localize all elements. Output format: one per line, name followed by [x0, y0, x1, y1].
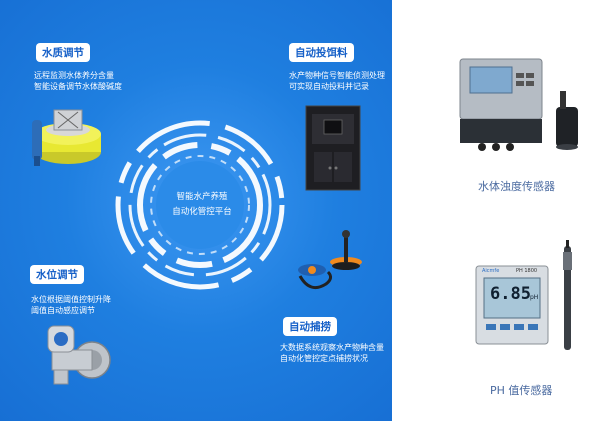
water-level-desc: 水位根据阈值控制升降 阈值自动感应调节	[31, 294, 111, 316]
auto-feeding-desc-2: 可实现自动投料并记录	[289, 82, 369, 91]
auto-fishing-desc: 大数据系统观察水产物种含量 自动化管控定点捕捞状况	[280, 342, 384, 364]
water-level-desc-1: 水位根据阈值控制升降	[31, 295, 111, 304]
ph-caption: PH 值传感器	[490, 384, 553, 397]
ph-model: PH 1800	[516, 268, 538, 274]
water-quality-buoy-image	[32, 109, 101, 166]
blue-info-panel: 智能水产养殖 自动化管控平台 水质调节 远程监测水体养分含量 智能设备调节水体酸…	[0, 0, 392, 421]
water-quality-desc-1: 远程监测水体养分含量	[34, 71, 114, 80]
fishing-device-image	[298, 230, 362, 290]
ph-display-value: 6.85	[490, 284, 531, 304]
ph-brand: Aicmfe	[482, 268, 500, 274]
hub-line-2: 自动化管控平台	[172, 207, 232, 217]
level-transmitter-image	[47, 325, 111, 385]
ph-meter-image: Aicmfe PH 1800 6.85 pH	[474, 238, 594, 358]
auto-fishing-desc-1: 大数据系统观察水产物种含量	[280, 343, 384, 352]
hub-ring-graphic	[115, 120, 285, 290]
hub-line-1: 智能水产养殖	[176, 192, 228, 202]
feeder-cabinet-image	[305, 105, 361, 191]
hub-label: 智能水产养殖 自动化管控平台	[158, 190, 246, 220]
water-level-tag: 水位调节	[30, 265, 84, 284]
water-level-desc-2: 阈值自动感应调节	[31, 306, 95, 315]
auto-fishing-tag: 自动捕捞	[283, 317, 337, 336]
auto-feeding-desc: 水产物种信号智能侦测处理 可实现自动投料并记录	[289, 70, 385, 92]
ph-meter-body	[475, 240, 572, 350]
auto-feeding-tag: 自动投饵料	[289, 43, 354, 62]
turbidity-caption: 水体浊度传感器	[478, 180, 555, 193]
ph-display-unit: pH	[530, 294, 539, 301]
water-quality-tag: 水质调节	[36, 43, 90, 62]
auto-feeding-desc-1: 水产物种信号智能侦测处理	[289, 71, 385, 80]
turbidity-sensor-image	[459, 58, 578, 151]
water-quality-desc: 远程监测水体养分含量 智能设备调节水体酸碱度	[34, 70, 122, 92]
auto-fishing-desc-2: 自动化管控定点捕捞状况	[280, 354, 368, 363]
water-quality-desc-2: 智能设备调节水体酸碱度	[34, 82, 122, 91]
